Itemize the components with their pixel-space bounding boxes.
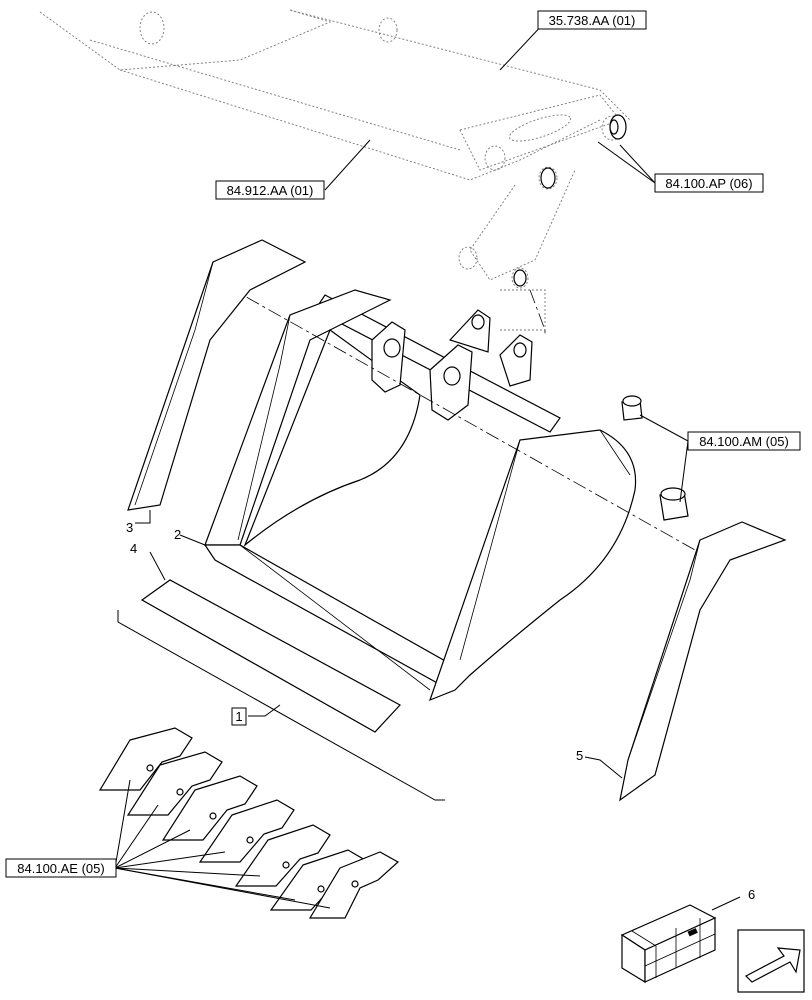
svg-text:84.100.AM (05): 84.100.AM (05) (699, 434, 789, 449)
loader-arm-phantom (39, 9, 631, 331)
cutting-edge (140, 579, 401, 733)
ref-teeth[interactable]: 84.100.AE (05) (5, 858, 117, 878)
side-cutter-right (619, 521, 787, 802)
item-5-callout: 5 (576, 748, 583, 763)
ref-bushings[interactable]: 84.100.AM (05) (687, 431, 801, 451)
centerline-1 (224, 284, 696, 551)
svg-text:35.738.AA (01): 35.738.AA (01) (549, 13, 636, 28)
centerline-2 (529, 289, 546, 335)
kit-crate-icon (620, 904, 717, 984)
bucket-teeth (98, 727, 400, 919)
svg-text:1: 1 (235, 709, 242, 724)
svg-text:84.100.AE (05): 84.100.AE (05) (17, 861, 104, 876)
side-cutter-left (127, 239, 307, 511)
next-page-arrow-icon[interactable] (737, 929, 805, 993)
item-2-callout: 2 (174, 527, 181, 542)
ref-arm[interactable]: 35.738.AA (01) (537, 10, 647, 30)
item-1-callout: 1 (231, 707, 247, 726)
ref-pins[interactable]: 84.100.AP (06) (654, 173, 764, 193)
item-3-callout: 3 (126, 520, 133, 535)
pivot-pins (513, 114, 627, 287)
svg-text:84.100.AP (06): 84.100.AP (06) (665, 176, 752, 191)
bucket (203, 289, 637, 702)
bushings (621, 395, 689, 521)
leader-lines (114, 21, 741, 911)
ref-boom[interactable]: 84.912.AA (01) (215, 180, 325, 200)
svg-text:84.912.AA (01): 84.912.AA (01) (227, 183, 314, 198)
item-6-callout: 6 (748, 887, 755, 902)
item-4-callout: 4 (130, 541, 137, 556)
